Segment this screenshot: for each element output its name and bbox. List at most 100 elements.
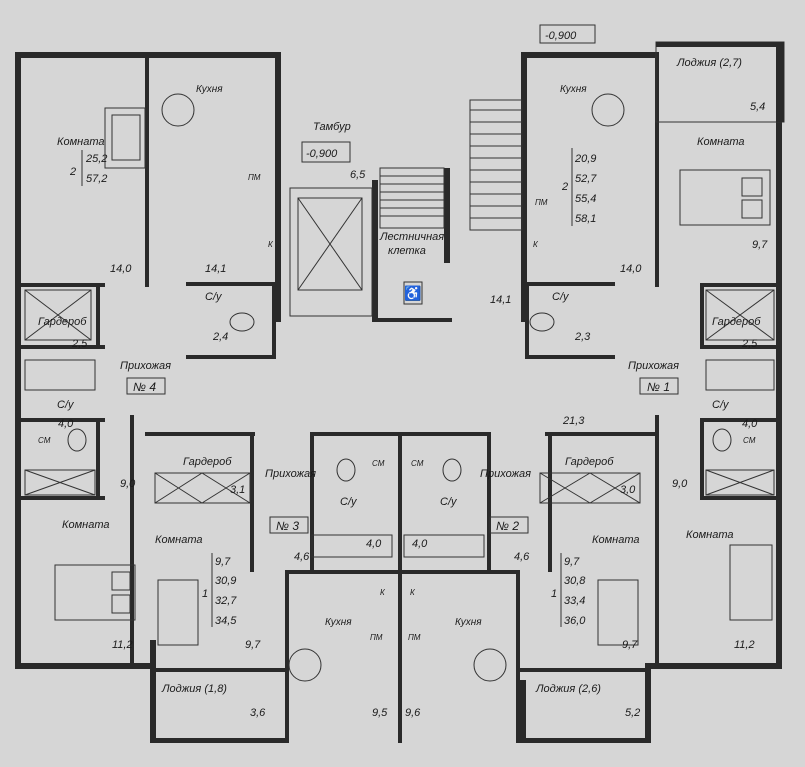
wardrobe-c2-label: Гардероб xyxy=(565,456,614,468)
svg-text:3,6: 3,6 xyxy=(250,707,266,719)
stair-label-2: клетка xyxy=(388,245,426,257)
svg-text:5,2: 5,2 xyxy=(625,707,640,719)
hall-4-label: Прихожая xyxy=(120,360,171,372)
bath-l-label: С/у xyxy=(57,399,75,411)
svg-text:33,4: 33,4 xyxy=(564,595,585,607)
room-areas: 14,1 14,0 2,5 2,4 4,0 9,0 11,2 9,7 3,6 1… xyxy=(58,239,768,719)
cm-c2: СМ xyxy=(411,459,424,468)
bath-r-label: С/у xyxy=(712,399,730,411)
kitchen-tr-label: Кухня xyxy=(560,84,587,95)
svg-text:9,7: 9,7 xyxy=(752,239,768,251)
kitchen-br-label: Кухня xyxy=(455,617,482,628)
svg-text:14,1: 14,1 xyxy=(490,294,511,306)
svg-text:2: 2 xyxy=(69,166,76,178)
pm-tr: ПМ xyxy=(535,198,548,207)
hall-3-label: Прихожая xyxy=(265,468,316,480)
summary-a1: 2 20,9 52,7 55,4 58,1 xyxy=(561,148,597,226)
bath-c2-label: С/у xyxy=(440,496,458,508)
wardrobe-hatches xyxy=(24,289,775,504)
pm-tl: ПМ xyxy=(248,173,261,182)
svg-text:52,7: 52,7 xyxy=(575,173,597,185)
apartment-no2: № 2 xyxy=(496,519,519,533)
summary-a3: 1 9,7 30,9 32,7 34,5 xyxy=(202,553,237,627)
tambur-area: 6,5 xyxy=(350,169,366,181)
svg-text:30,9: 30,9 xyxy=(215,575,236,587)
wardrobe-tl-label: Гардероб xyxy=(38,316,87,328)
svg-text:9,7: 9,7 xyxy=(564,556,580,568)
svg-text:34,5: 34,5 xyxy=(215,615,237,627)
loggia-top-right-label: Лоджия (2,7) xyxy=(676,57,742,69)
room-c3-label: Комната xyxy=(155,534,202,546)
svg-text:9,5: 9,5 xyxy=(372,707,388,719)
svg-text:9,7: 9,7 xyxy=(622,639,638,651)
kitchen-bl-label: Кухня xyxy=(325,617,352,628)
room-bl-label: Комната xyxy=(62,519,109,531)
k-bl: К xyxy=(380,588,386,597)
tambur-level: -0,900 xyxy=(306,148,338,160)
svg-text:4,6: 4,6 xyxy=(514,551,530,563)
svg-text:1: 1 xyxy=(551,588,557,600)
level-top: -0,900 xyxy=(545,30,577,42)
svg-text:9,7: 9,7 xyxy=(215,556,231,568)
kitchen-tl-label: Кухня xyxy=(196,84,223,95)
apartment-numbers: № 4 № 1 № 3 № 2 xyxy=(126,377,679,534)
k-tr: К xyxy=(533,240,539,249)
wardrobe-c3-label: Гардероб xyxy=(183,456,232,468)
wheelchair-icon xyxy=(403,281,423,305)
svg-text:9,7: 9,7 xyxy=(245,639,261,651)
tambur-label: Тамбур xyxy=(313,121,351,133)
svg-text:2,5: 2,5 xyxy=(741,338,758,350)
wardrobe-tr-label: Гардероб xyxy=(712,316,761,328)
svg-text:2,3: 2,3 xyxy=(574,331,591,343)
room-c2-label: Комната xyxy=(592,534,639,546)
svg-text:1: 1 xyxy=(202,588,208,600)
svg-text:36,0: 36,0 xyxy=(564,615,586,627)
svg-text:21,3: 21,3 xyxy=(562,415,585,427)
bath-c3-label: С/у xyxy=(340,496,358,508)
svg-text:3,1: 3,1 xyxy=(230,484,245,496)
cm-c3: СМ xyxy=(372,459,385,468)
svg-text:11,2: 11,2 xyxy=(734,639,755,651)
cm-r: СМ xyxy=(743,436,756,445)
loggia-top-right xyxy=(655,41,785,123)
text-labels: Лоджия (2,7) 5,4 -0,900 Тамбур -0,900 6,… xyxy=(38,30,765,695)
loggia-br-label: Лоджия (2,6) xyxy=(535,683,601,695)
svg-text:14,1: 14,1 xyxy=(205,263,226,275)
inner-walls xyxy=(20,52,780,743)
svg-text:58,1: 58,1 xyxy=(575,213,596,225)
cm-l: СМ xyxy=(38,436,51,445)
svg-text:9,0: 9,0 xyxy=(120,478,136,490)
svg-text:57,2: 57,2 xyxy=(86,173,107,185)
svg-text:32,7: 32,7 xyxy=(215,595,237,607)
hall-2-label: Прихожая xyxy=(480,468,531,480)
k-br: К xyxy=(410,588,416,597)
svg-text:4,6: 4,6 xyxy=(294,551,310,563)
svg-text:9,0: 9,0 xyxy=(672,478,688,490)
tambur-level-box xyxy=(301,141,351,163)
furniture xyxy=(24,93,775,682)
pm-bl: ПМ xyxy=(370,633,383,642)
hall-1-label: Прихожая xyxy=(628,360,679,372)
room-tr-label: Комната xyxy=(697,136,744,148)
elevator-shaft xyxy=(289,187,373,317)
svg-text:25,2: 25,2 xyxy=(85,153,107,165)
staircase: ♿ xyxy=(379,99,523,305)
apartment-no3: № 3 xyxy=(276,519,299,533)
svg-text:4,0: 4,0 xyxy=(58,418,74,430)
svg-text:55,4: 55,4 xyxy=(575,193,596,205)
loggia-top-right-area: 5,4 xyxy=(750,101,765,113)
svg-text:9,6: 9,6 xyxy=(405,707,421,719)
svg-text:2: 2 xyxy=(561,181,568,193)
room-br-label: Комната xyxy=(686,529,733,541)
bath-tl-label: С/у xyxy=(205,291,223,303)
svg-text:14,0: 14,0 xyxy=(620,263,642,275)
bath-tr-label: С/у xyxy=(552,291,570,303)
room-tl-label: Комната xyxy=(57,136,104,148)
svg-text:30,8: 30,8 xyxy=(564,575,586,587)
summary-a4: 2 25,2 57,2 xyxy=(69,150,107,186)
level-box xyxy=(539,24,596,44)
svg-text:4,0: 4,0 xyxy=(366,538,382,550)
svg-text:20,9: 20,9 xyxy=(574,153,596,165)
svg-text:2,4: 2,4 xyxy=(212,331,228,343)
